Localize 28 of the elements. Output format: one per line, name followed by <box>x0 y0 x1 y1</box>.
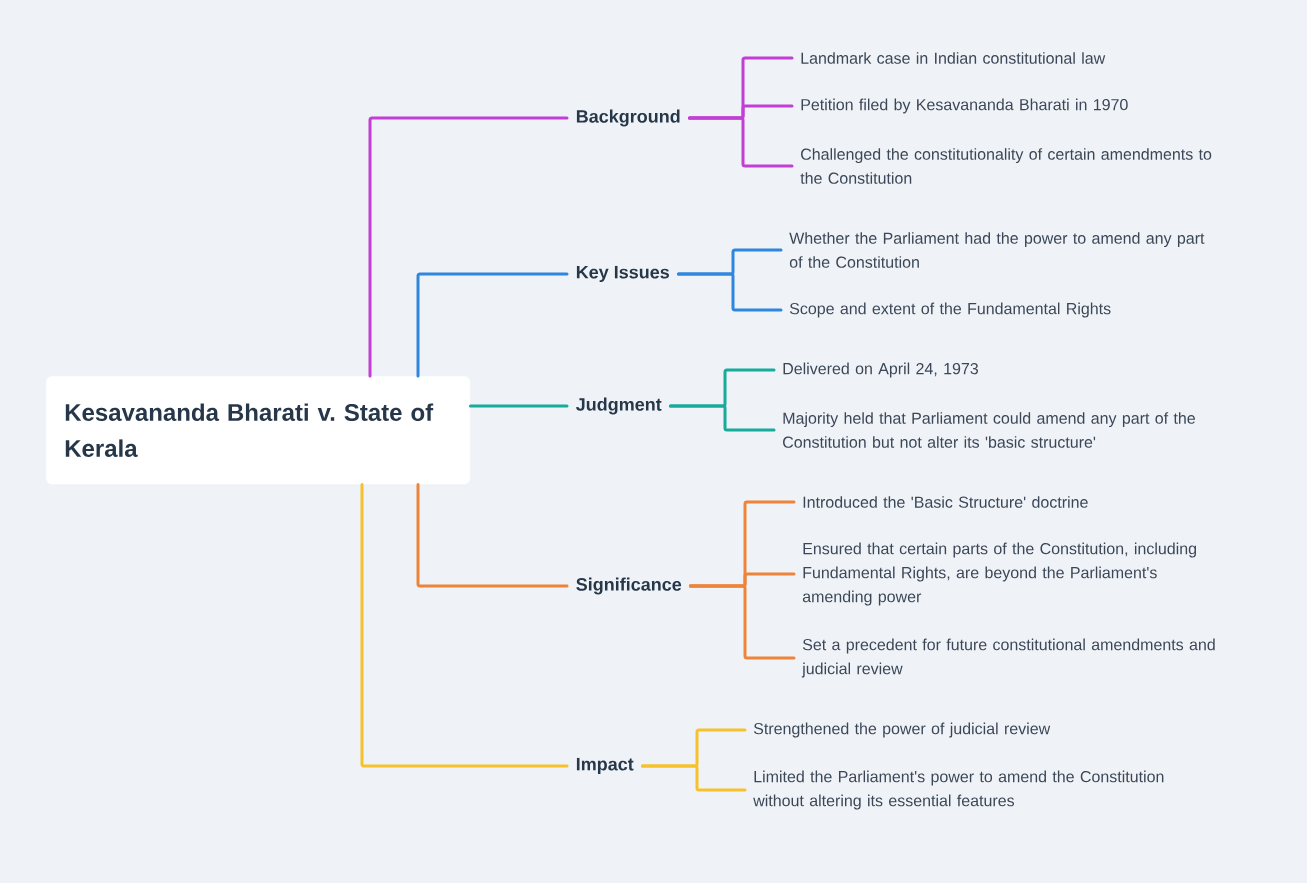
branch-label: Key Issues <box>576 265 669 283</box>
leaf-text: Delivered on April 24, 1973 <box>783 362 978 378</box>
branch-label: Significance <box>576 577 682 595</box>
leaf-text: Challenged the constitutionality of certain amendments to the Constitution <box>800 148 1212 184</box>
leaf-text: Majority held that Parliament could amend any part of the Constitution but not alter its 'basic structure' <box>783 412 1195 448</box>
central-topic-box: Kesavananda Bharati v. State of Kerala <box>46 376 471 485</box>
connector-line <box>640 764 747 792</box>
leaf-text: Whether the Parliament had the power to amend any part of the Constitution <box>789 232 1205 268</box>
leaf-text: Set a precedent for future constitutional amendments and judicial review <box>801 638 1215 678</box>
leaf-text: Limited the Parliament's power to amend the Constitution without altering its essential features <box>753 770 1164 810</box>
leaf-text: Scope and extent of the Fundamental Rights <box>789 302 1111 318</box>
connector-line <box>687 116 794 168</box>
connector-line <box>668 404 776 432</box>
leaf-text: Ensured that certain parts of the Constitution, including Fundamental Rights, are beyond the Parliament's amending power <box>802 542 1196 606</box>
connector-line <box>416 482 569 588</box>
branch-label: Judgment <box>575 397 662 415</box>
branch-label: Background <box>576 109 680 127</box>
leaf-text: Landmark case in Indian constitutional law <box>801 52 1106 64</box>
leaf-text: Petition filed by Kesavananda Bharati in 1970 <box>801 98 1128 114</box>
leaf-text: Introduced the 'Basic Structure' doctrine <box>803 496 1088 508</box>
branch-label: Impact <box>576 757 634 775</box>
leaf-text: Strengthened the power of judicial review <box>753 722 1051 738</box>
connector-line <box>368 116 569 378</box>
connector-line <box>688 584 796 660</box>
connector-line <box>416 272 569 378</box>
connector-line <box>468 404 569 408</box>
connector-line <box>676 272 783 312</box>
connector-line <box>360 482 569 768</box>
